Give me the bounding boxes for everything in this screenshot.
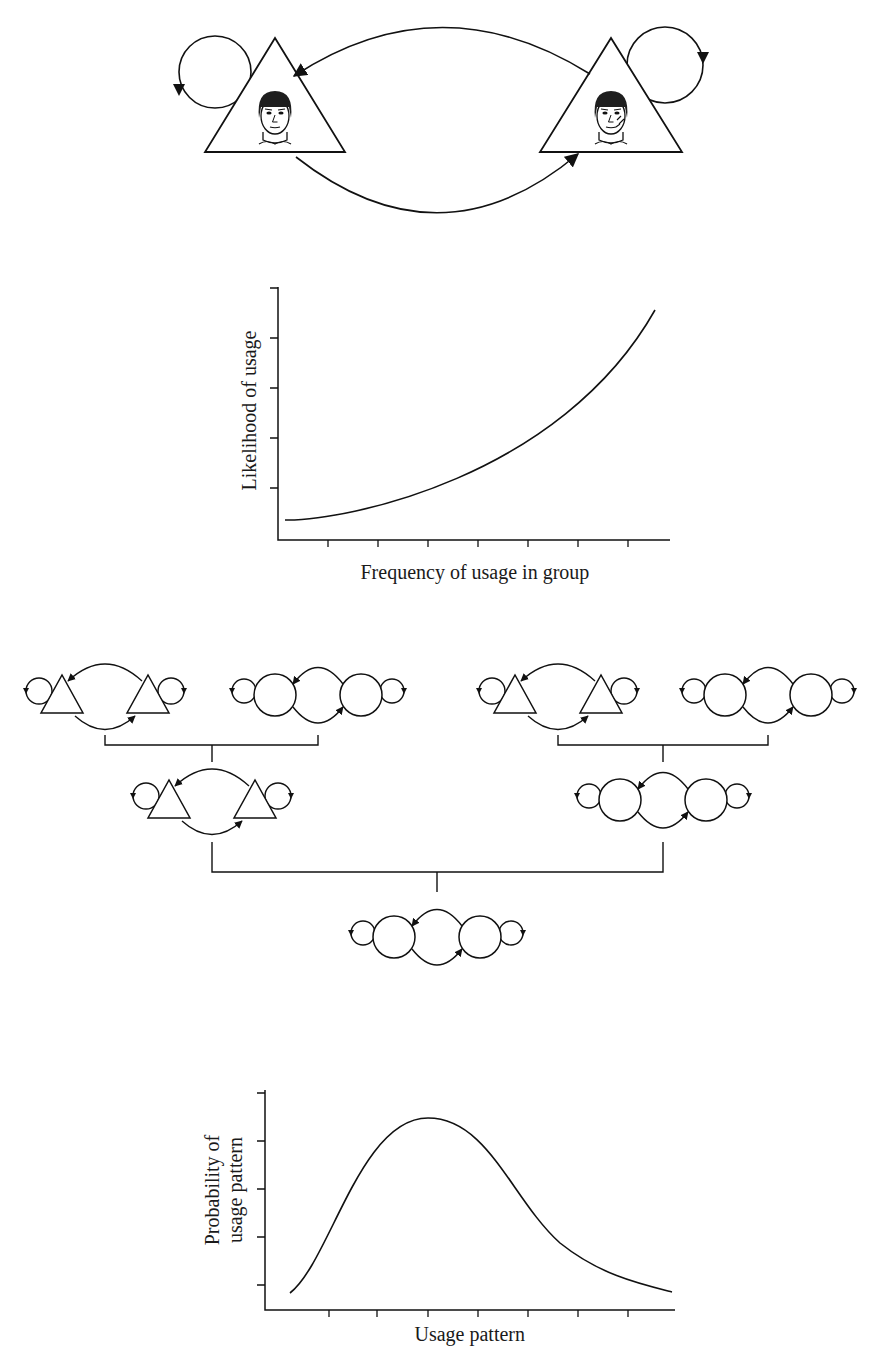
triangle-pair <box>130 769 294 835</box>
arrowhead <box>173 84 185 96</box>
axes <box>265 1090 675 1310</box>
triangle <box>205 38 345 152</box>
triangle-pair <box>476 664 640 730</box>
axis-label: Likelihood of usage <box>238 330 261 490</box>
face-paint <box>616 116 624 127</box>
children-illustration <box>173 27 709 213</box>
axis-label: Frequency of usage in group <box>361 561 590 584</box>
bell-curve <box>290 1118 672 1293</box>
axis-label: Probability of usage pattern <box>201 1115 247 1265</box>
x-ticks <box>328 540 628 547</box>
circle-pair <box>679 668 857 724</box>
bracket <box>105 735 768 892</box>
child-face <box>595 91 628 144</box>
circle-pair <box>229 668 407 724</box>
triangle <box>540 38 682 152</box>
circle-pair <box>574 773 752 829</box>
child-face <box>259 91 292 144</box>
y-ticks <box>257 1093 265 1285</box>
probability-chart <box>257 1090 675 1317</box>
triangle-pair <box>23 664 187 730</box>
x-ticks <box>329 1310 628 1317</box>
circle-pair <box>348 910 526 966</box>
lineage-tree <box>23 664 857 965</box>
curve <box>285 310 655 520</box>
axes <box>278 287 670 540</box>
y-ticks <box>270 288 278 488</box>
likelihood-chart <box>270 287 670 547</box>
arrowhead <box>697 52 709 64</box>
arrow <box>296 154 578 213</box>
axis-label: Usage pattern <box>415 1323 526 1346</box>
arrow <box>294 27 590 76</box>
